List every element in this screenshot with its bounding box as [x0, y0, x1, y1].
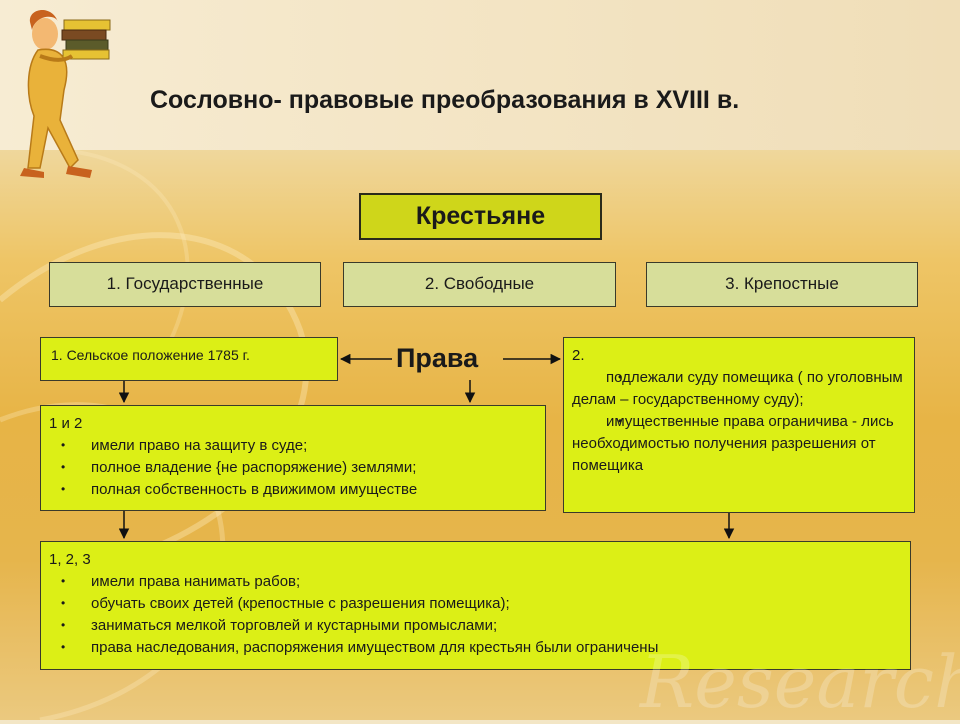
category-free-peasants: 2. Свободные	[343, 262, 616, 307]
rights-box-all-categories: 1, 2, 3 имели права нанимать рабов; обуч…	[40, 541, 911, 670]
list-item: заниматься мелкой торговлей и кустарными…	[49, 614, 902, 637]
rights-box-all-heading: 1, 2, 3	[49, 551, 91, 568]
rights-box-all-list: имели права нанимать рабов; обучать свои…	[49, 570, 902, 659]
list-item: обучать своих детей (крепостные с разреш…	[49, 592, 902, 615]
list-item: имели права нанимать рабов;	[49, 570, 902, 593]
category-state-peasants: 1. Государственные	[49, 262, 321, 307]
rural-statute-box: 1. Сельское положение 1785 г.	[40, 337, 338, 381]
list-item: подлежали суду помещика ( по уголовным д…	[572, 366, 906, 411]
rights-box-serfs-heading: 2.	[572, 347, 585, 364]
rights-label: Права	[396, 343, 479, 373]
list-item: полное владение {не распоряжение) землям…	[49, 456, 537, 479]
list-item: имущественные права ограничива - лись не…	[572, 410, 906, 477]
rights-box-serfs-list: подлежали суду помещика ( по уголовным д…	[572, 366, 906, 477]
list-item: полная собственность в движимом имуществ…	[49, 478, 537, 501]
rights-box-state-free: 1 и 2 имели право на защиту в суде; полн…	[40, 405, 546, 511]
rights-box-serfs: 2. подлежали суду помещика ( по уголовны…	[563, 337, 915, 513]
rights-box-state-free-heading: 1 и 2	[49, 415, 83, 432]
top-band	[0, 0, 960, 150]
book-carrier-illustration	[20, 9, 111, 178]
list-item: права наследования, распоряжения имущест…	[49, 636, 902, 659]
rights-box-state-free-list: имели право на защиту в суде; полное вла…	[49, 434, 537, 501]
category-serfs: 3. Крепостные	[646, 262, 918, 307]
peasants-header: Крестьяне	[359, 193, 602, 240]
research-watermark: Research	[640, 640, 960, 724]
list-item: имели право на защиту в суде;	[49, 434, 537, 457]
slide-title: Сословно- правовые преобразования в XVII…	[150, 86, 740, 114]
